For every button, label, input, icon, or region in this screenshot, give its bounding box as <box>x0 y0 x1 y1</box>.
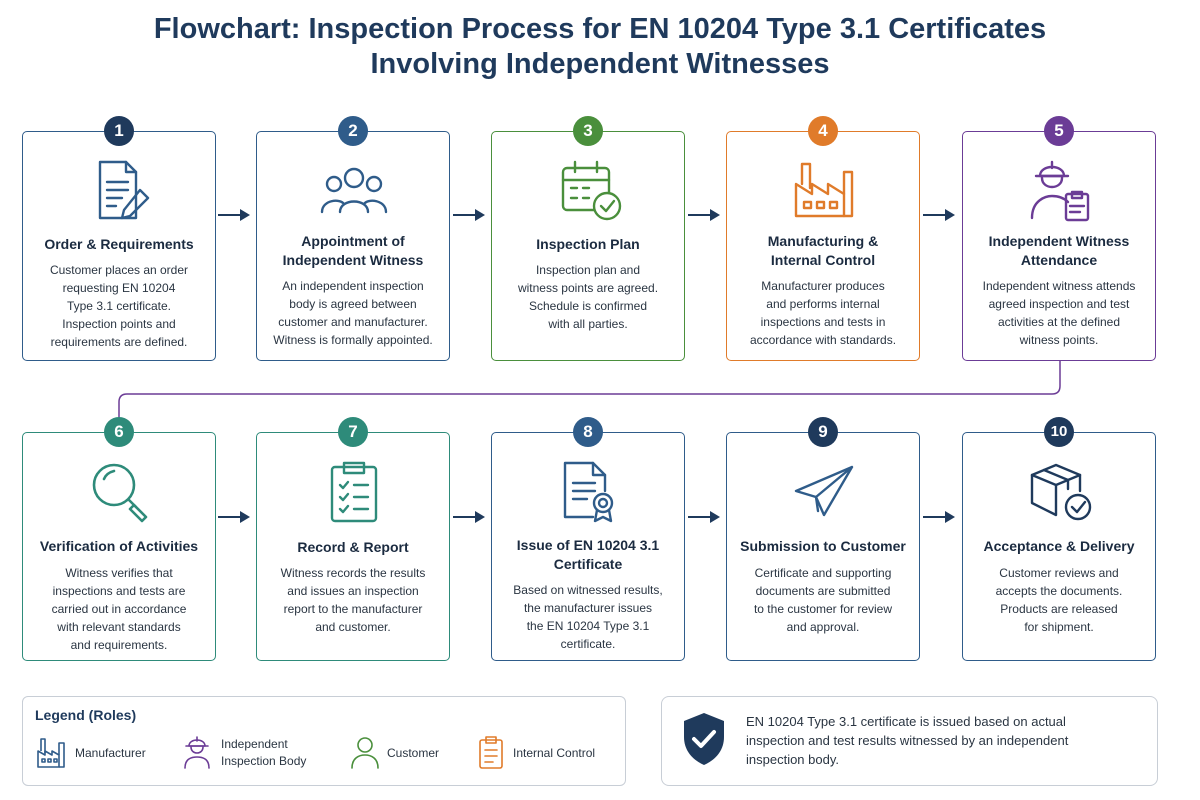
step-title: Record & Report <box>297 539 409 555</box>
inspector-clipboard-icon <box>1024 154 1096 226</box>
flow-arrow <box>688 510 722 524</box>
magnifier-icon <box>84 455 156 527</box>
flow-arrow <box>453 208 487 222</box>
step-title: Acceptance & Delivery <box>983 538 1135 554</box>
step-card-10: Acceptance & Delivery Customer reviews a… <box>962 432 1156 661</box>
step-description: Based on witnessed results,the manufactu… <box>513 583 663 651</box>
step-badge-6: 6 <box>104 417 134 447</box>
step-badge-1: 1 <box>104 116 134 146</box>
clipboard-icon <box>479 736 503 769</box>
step-badge-8: 8 <box>573 417 603 447</box>
step-title: Submission to Customer <box>740 538 906 554</box>
box-check-icon <box>1024 455 1096 527</box>
customer-icon <box>351 737 379 769</box>
calendar-check-icon <box>553 154 625 226</box>
flow-arrow <box>923 208 957 222</box>
certificate-note: EN 10204 Type 3.1 certificate is issued … <box>661 696 1158 786</box>
step-badge-4: 4 <box>808 116 838 146</box>
note-text: EN 10204 Type 3.1 certificate is issued … <box>746 714 1069 767</box>
flow-arrow <box>688 208 722 222</box>
flow-arrow <box>923 510 957 524</box>
factory-icon <box>37 738 65 768</box>
title-line-1: Flowchart: Inspection Process for EN 102… <box>153 13 1047 45</box>
step-badge-3: 3 <box>573 116 603 146</box>
legend-title: Legend (Roles) <box>35 707 137 723</box>
checklist-clipboard-icon <box>318 455 390 527</box>
legend-label: Customer <box>387 746 440 760</box>
step-card-4: Manufacturing &Internal Control Manufact… <box>726 131 920 361</box>
page-title: Flowchart: Inspection Process for EN 102… <box>0 12 1200 82</box>
step-badge-2: 2 <box>338 116 368 146</box>
step-title: Order & Requirements <box>44 236 194 252</box>
legend-item-manufacturer: Manufacturer <box>35 733 165 773</box>
factory-icon <box>788 154 860 226</box>
legend-label: Internal Control <box>513 746 596 760</box>
flow-arrow <box>218 510 252 524</box>
step-badge-9: 9 <box>808 417 838 447</box>
step-badge-7: 7 <box>338 417 368 447</box>
group-people-icon <box>318 154 390 226</box>
step-card-9: Submission to Customer Certificate and s… <box>726 432 920 661</box>
paper-plane-icon <box>788 455 860 527</box>
step-card-1: Order & Requirements Customer places an … <box>22 131 216 361</box>
legend-item-internal-control: Internal Control <box>475 733 615 773</box>
title-line-2: Involving Independent Witnesses <box>370 48 830 80</box>
step-title: Manufacturing &Internal Control <box>767 233 879 268</box>
document-pen-icon <box>84 154 156 226</box>
step-card-6: Verification of Activities Witness verif… <box>22 432 216 661</box>
legend-item-customer: Customer <box>349 733 459 773</box>
step-card-7: Record & Report Witness records the resu… <box>256 432 450 661</box>
step-title: Inspection Plan <box>536 236 640 252</box>
step-badge-10: 10 <box>1044 417 1074 447</box>
flow-arrow <box>453 510 487 524</box>
step-badge-5: 5 <box>1044 116 1074 146</box>
certificate-icon <box>553 455 625 527</box>
step-title: Verification of Activities <box>39 538 199 554</box>
flow-arrow <box>218 208 252 222</box>
legend-label: Manufacturer <box>75 746 146 760</box>
inspector-icon <box>184 736 210 769</box>
shield-check-icon <box>684 713 724 765</box>
